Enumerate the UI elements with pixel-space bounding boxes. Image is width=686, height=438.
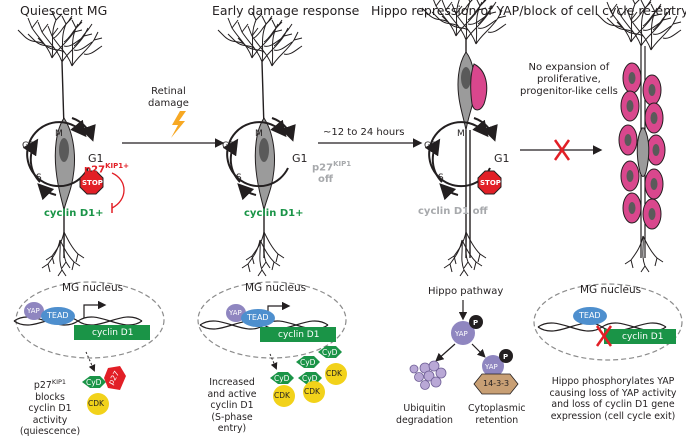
phase-g2: G2 <box>424 141 437 151</box>
caption-quiescence: p27KIP1 blocks cyclin D1 activity (quies… <box>19 378 81 438</box>
cyclin-off-label: cyclin D1 off <box>418 206 488 217</box>
stop-label: STOP <box>82 179 103 187</box>
phase-s: S <box>36 173 42 183</box>
yap-label: YAP <box>27 307 40 315</box>
phase-g1: G1 <box>494 152 510 165</box>
p27-on-label: p27KIP1+ <box>84 162 129 176</box>
caption-s-phase: Increased and active cyclin D1 (S-phase … <box>207 377 257 434</box>
cyclin-on-label: cyclin D1+ <box>44 208 104 219</box>
cyd-label: CyD <box>274 374 290 383</box>
phase-g1: G1 <box>88 152 104 165</box>
proliferative-column <box>596 0 682 273</box>
cell-cycle-quiescent <box>22 117 96 201</box>
mg-cell-hippo <box>421 0 507 277</box>
red-x-icon <box>595 325 613 347</box>
cyclin-on-label: cyclin D1+ <box>244 208 304 219</box>
phase-m: M <box>55 129 63 139</box>
cyclin-gene-label: cyclin D1 <box>278 330 320 340</box>
cyd-label: CyD <box>322 348 338 357</box>
hippo-pathway-diagram <box>409 300 519 395</box>
nucleus-title: MG nucleus <box>62 282 124 294</box>
protein-1433-label: 14-3-3 <box>483 379 510 388</box>
cyd-cdk-complexes <box>270 346 347 407</box>
yap-label: YAP <box>485 363 498 371</box>
cell-cycle-hippo <box>424 117 498 201</box>
phase-g1: G1 <box>292 152 308 165</box>
cdk-label: CDK <box>326 369 342 378</box>
cytoplasmic-label: Cytoplasmic retention <box>468 403 526 426</box>
phospho-label: P <box>503 353 509 361</box>
panel-title-early: Early damage response <box>212 3 360 18</box>
retinal-damage-label: Retinal damage <box>148 86 189 109</box>
phase-g2: G2 <box>22 141 35 151</box>
yap-label: YAP <box>229 309 242 317</box>
stop-label: STOP <box>480 179 501 187</box>
cyd-label: CyD <box>302 374 318 383</box>
p27-inhibition-arc <box>111 172 125 209</box>
mg-nucleus-4 <box>533 283 683 361</box>
stop-sign-icon <box>477 170 502 195</box>
cdk-label: CDK <box>304 387 320 396</box>
panel-title-hippo: Hippo repression of YAP/block of cell cy… <box>371 3 686 18</box>
cdk-label: CDK <box>88 399 104 408</box>
hippo-pathway-title: Hippo pathway <box>428 286 504 297</box>
panel-title-quiescent: Quiescent MG <box>20 3 108 18</box>
lightning-icon <box>171 111 186 138</box>
phase-s: S <box>438 173 444 183</box>
cdk-label: CDK <box>274 391 290 400</box>
no-expansion-label: No expansion of proliferative, progenito… <box>520 62 618 97</box>
ubiquitin-label: Ubiquitin degradation <box>396 403 453 426</box>
cyd-cdk-p27-complex <box>82 366 126 415</box>
tead-label: TEAD <box>579 311 601 320</box>
cell-cycle-early <box>222 117 296 201</box>
tead-label: TEAD <box>47 311 69 320</box>
mg-nucleus-1 <box>13 281 165 359</box>
phospho-label: P <box>473 319 479 327</box>
phase-m: M <box>255 129 263 139</box>
cyd-label: CyD <box>300 358 316 367</box>
phase-g2: G2 <box>222 141 235 151</box>
mg-nucleus-2 <box>197 281 347 359</box>
cyclin-gene-label: cyclin D1 <box>92 328 134 338</box>
cyclin-gene-label: cyclin D1 <box>622 332 664 342</box>
time-label: ~12 to 24 hours <box>323 127 405 138</box>
caption-hippo: Hippo phosphorylates YAP causing loss of… <box>549 376 677 422</box>
stop-sign-icon <box>79 170 104 195</box>
nucleus-title: MG nucleus <box>580 284 642 296</box>
cyd-label: CyD <box>86 378 102 387</box>
tead-label: TEAD <box>247 313 269 322</box>
nucleus-title: MG nucleus <box>245 282 307 294</box>
yap-label: YAP <box>455 330 468 338</box>
phase-s: S <box>236 173 242 183</box>
phase-m: M <box>457 129 465 139</box>
red-x-icon <box>553 139 571 161</box>
